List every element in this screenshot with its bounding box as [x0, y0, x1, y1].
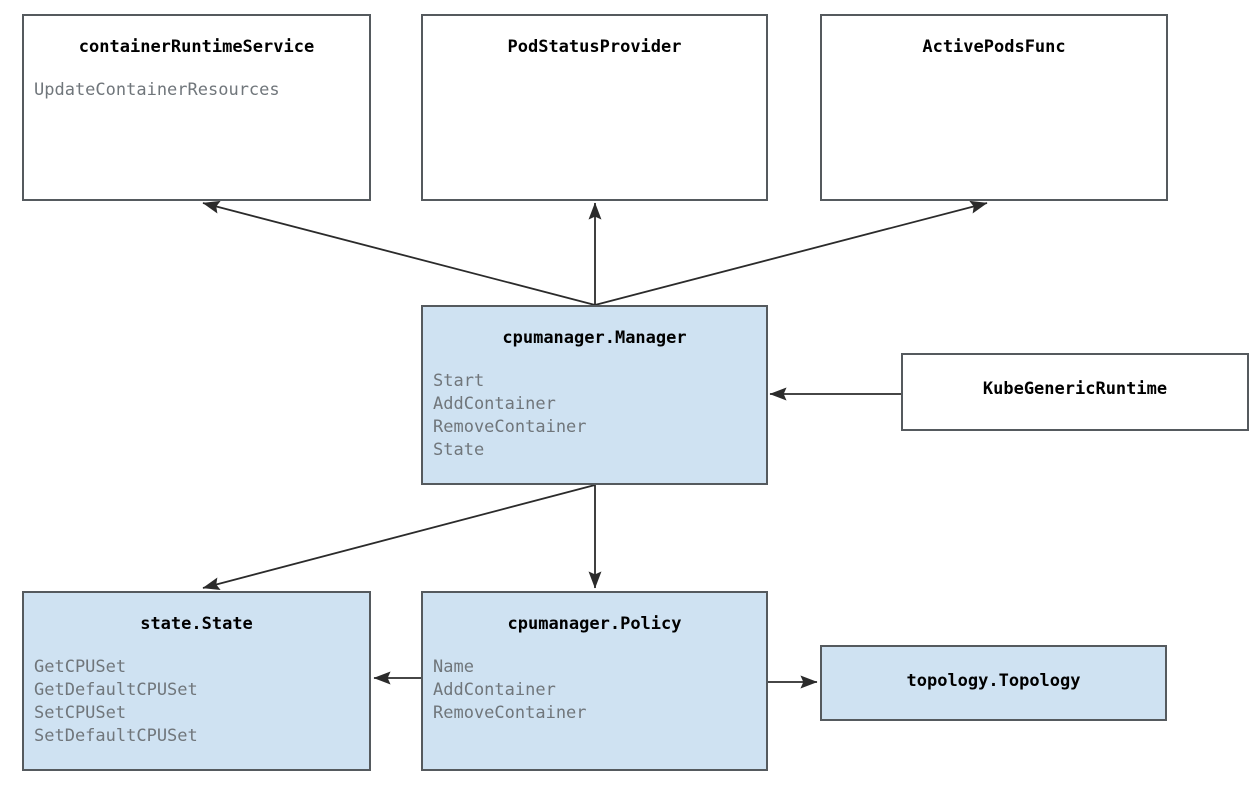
class-node-topologyTopology[interactable]: topology.Topology [820, 645, 1167, 721]
class-node-member: RemoveContainer [433, 417, 587, 437]
class-node-member: SetDefaultCPUSet [34, 726, 198, 746]
edge-cpumanagerManager-to-stateState [202, 484, 596, 591]
class-node-title: ActivePodsFunc [922, 37, 1066, 57]
class-node-member: Name [433, 657, 474, 677]
class-node-KubeGenericRuntime[interactable]: KubeGenericRuntime [901, 353, 1249, 431]
class-node-title: KubeGenericRuntime [982, 379, 1168, 399]
class-node-member: GetDefaultCPUSet [34, 680, 198, 700]
edge-cpumanagerManager-to-ActivePodsFunc [594, 200, 988, 306]
class-node-member: RemoveContainer [433, 703, 587, 723]
class-node-member: AddContainer [433, 394, 556, 414]
class-node-title: containerRuntimeService [78, 37, 315, 57]
class-node-PodStatusProvider[interactable]: PodStatusProvider [421, 14, 768, 201]
class-node-ActivePodsFunc[interactable]: ActivePodsFunc [820, 14, 1168, 201]
class-node-title: state.State [140, 614, 253, 634]
class-node-member: AddContainer [433, 680, 556, 700]
class-node-title: cpumanager.Manager [502, 328, 687, 348]
class-node-title: topology.Topology [906, 671, 1081, 691]
class-node-member: State [433, 440, 485, 460]
class-node-member-list: UpdateContainerResources [34, 79, 369, 102]
class-node-member: Start [433, 371, 485, 391]
class-node-member: GetCPUSet [34, 657, 127, 677]
class-node-title: cpumanager.Policy [507, 614, 682, 634]
class-node-title: PodStatusProvider [507, 37, 682, 57]
class-node-member: UpdateContainerResources [34, 80, 280, 100]
edge-cpumanagerManager-to-containerRuntimeService [202, 200, 596, 306]
class-node-member: SetCPUSet [34, 703, 127, 723]
